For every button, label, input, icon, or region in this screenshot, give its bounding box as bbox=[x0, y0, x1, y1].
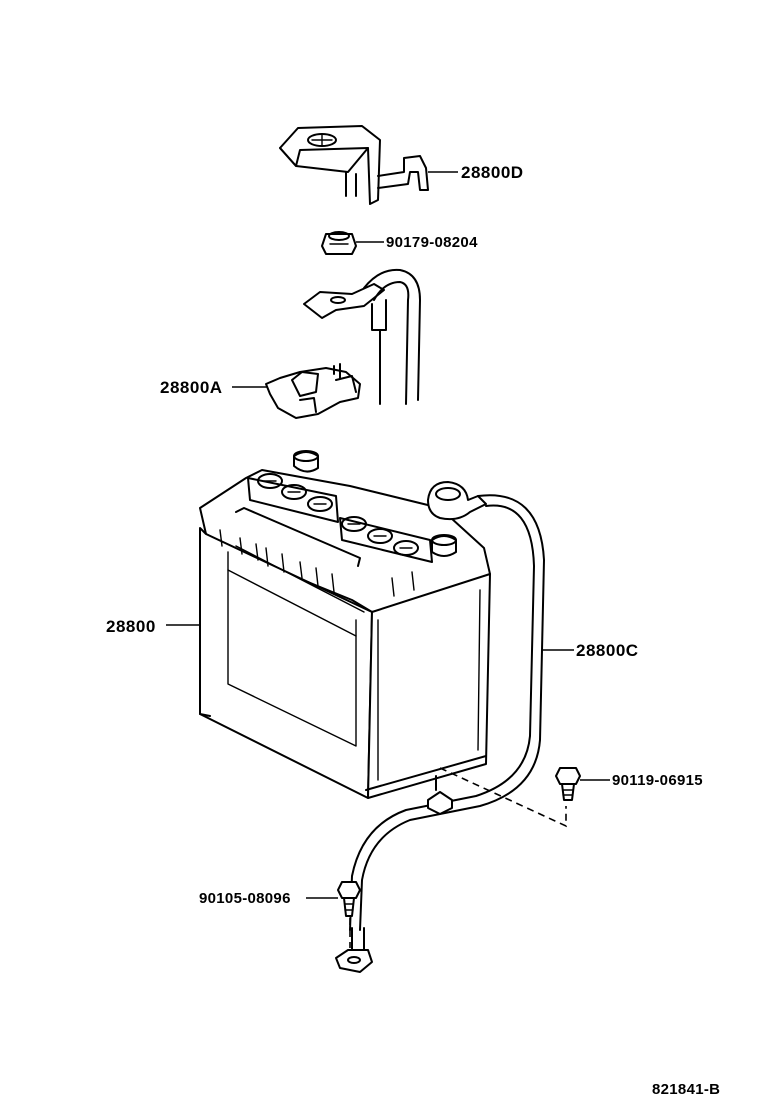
part-90119-06915-bolt bbox=[555, 767, 581, 801]
part-28800A-terminal bbox=[265, 268, 421, 419]
label-90119-06915: 90119-06915 bbox=[612, 772, 703, 789]
dashed-guide-ground bbox=[439, 767, 567, 828]
figure-code: 821841-B bbox=[652, 1081, 721, 1098]
label-28800A: 28800A bbox=[160, 378, 223, 397]
label-28800C: 28800C bbox=[576, 641, 639, 660]
label-28800: 28800 bbox=[106, 617, 156, 636]
label-90179-08204: 90179-08204 bbox=[386, 234, 478, 251]
part-28800D-bracket bbox=[279, 125, 429, 205]
part-90105-08096-bolt bbox=[337, 881, 361, 917]
label-28800D: 28800D bbox=[461, 163, 524, 182]
part-28800-battery bbox=[199, 450, 491, 799]
label-90105-08096: 90105-08096 bbox=[199, 890, 291, 907]
part-28800C-cable bbox=[335, 481, 545, 973]
part-90179-08204-nut bbox=[321, 231, 357, 255]
